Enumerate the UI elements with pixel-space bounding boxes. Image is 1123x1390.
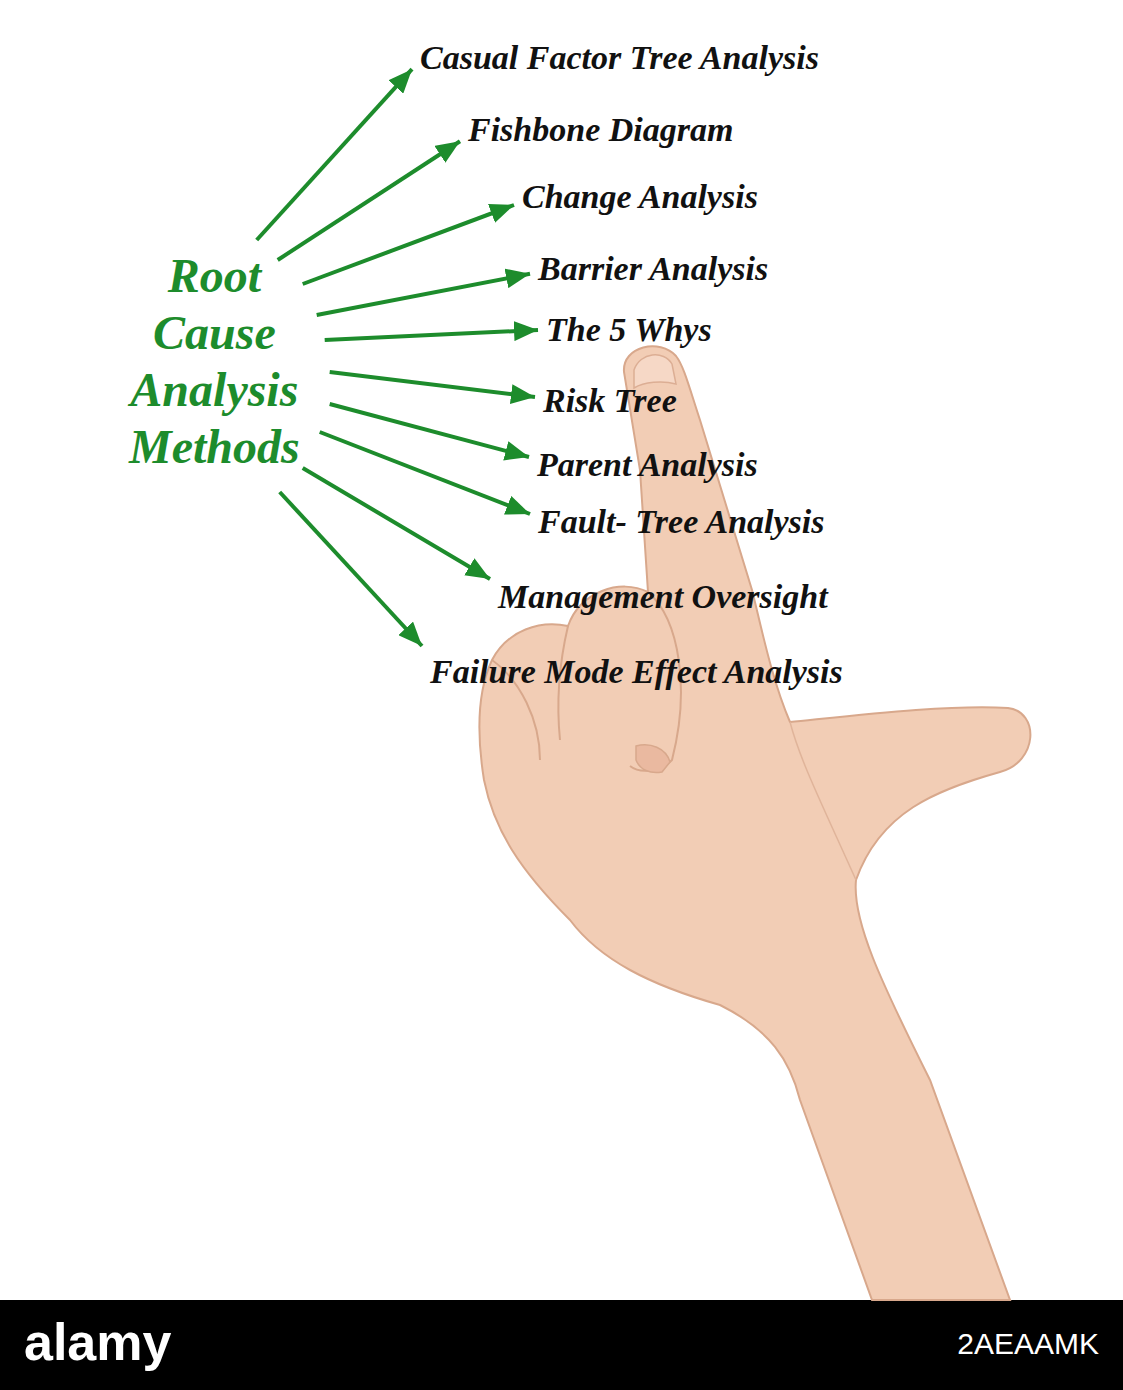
arrow-connector: [278, 141, 460, 260]
method-text: Failure Mode Effect Analysis: [430, 652, 843, 692]
method-text: Fishbone Diagram: [468, 110, 733, 150]
arrow-connector: [280, 492, 422, 646]
arrow-connector: [325, 330, 538, 340]
image-id: 2AEAAMK: [957, 1327, 1099, 1361]
arrow-connector: [317, 274, 530, 315]
arrow-connector: [330, 372, 535, 397]
method-text: Fault- Tree Analysis: [538, 502, 825, 542]
method-text: Risk Tree: [543, 381, 677, 421]
arrow-connector: [320, 432, 530, 514]
method-item: Fault- Tree Analysis: [538, 502, 825, 542]
method-text: Parent Analysis: [537, 445, 758, 485]
footer-bar: [0, 1300, 1123, 1390]
method-item: Risk Tree: [543, 381, 677, 421]
method-text: Change Analysis: [522, 177, 758, 217]
method-item: Parent Analysis: [537, 445, 758, 485]
arrow-connector: [257, 69, 412, 240]
method-item: Barrier Analysis: [538, 249, 768, 289]
method-item: The 5 Whys: [546, 310, 712, 350]
method-text: Casual Factor Tree Analysis: [420, 38, 819, 78]
hand-illustration: [479, 346, 1030, 1300]
watermark-logo: alamy: [24, 1312, 171, 1372]
method-item: Casual Factor Tree Analysis: [420, 38, 819, 78]
method-item: Management Oversight: [498, 577, 828, 617]
method-item: Failure Mode Effect Analysis: [430, 652, 843, 692]
method-item: Fishbone Diagram: [468, 110, 733, 150]
arrow-connector: [303, 468, 490, 579]
method-text: Management Oversight: [498, 577, 828, 617]
method-text: Barrier Analysis: [538, 249, 768, 289]
hub-text: Root Cause Analysis Methods: [129, 247, 300, 475]
method-item: Change Analysis: [522, 177, 758, 217]
hub-title: Root Cause Analysis Methods: [129, 247, 300, 475]
method-text: The 5 Whys: [546, 310, 712, 350]
arrow-connector: [303, 205, 514, 284]
